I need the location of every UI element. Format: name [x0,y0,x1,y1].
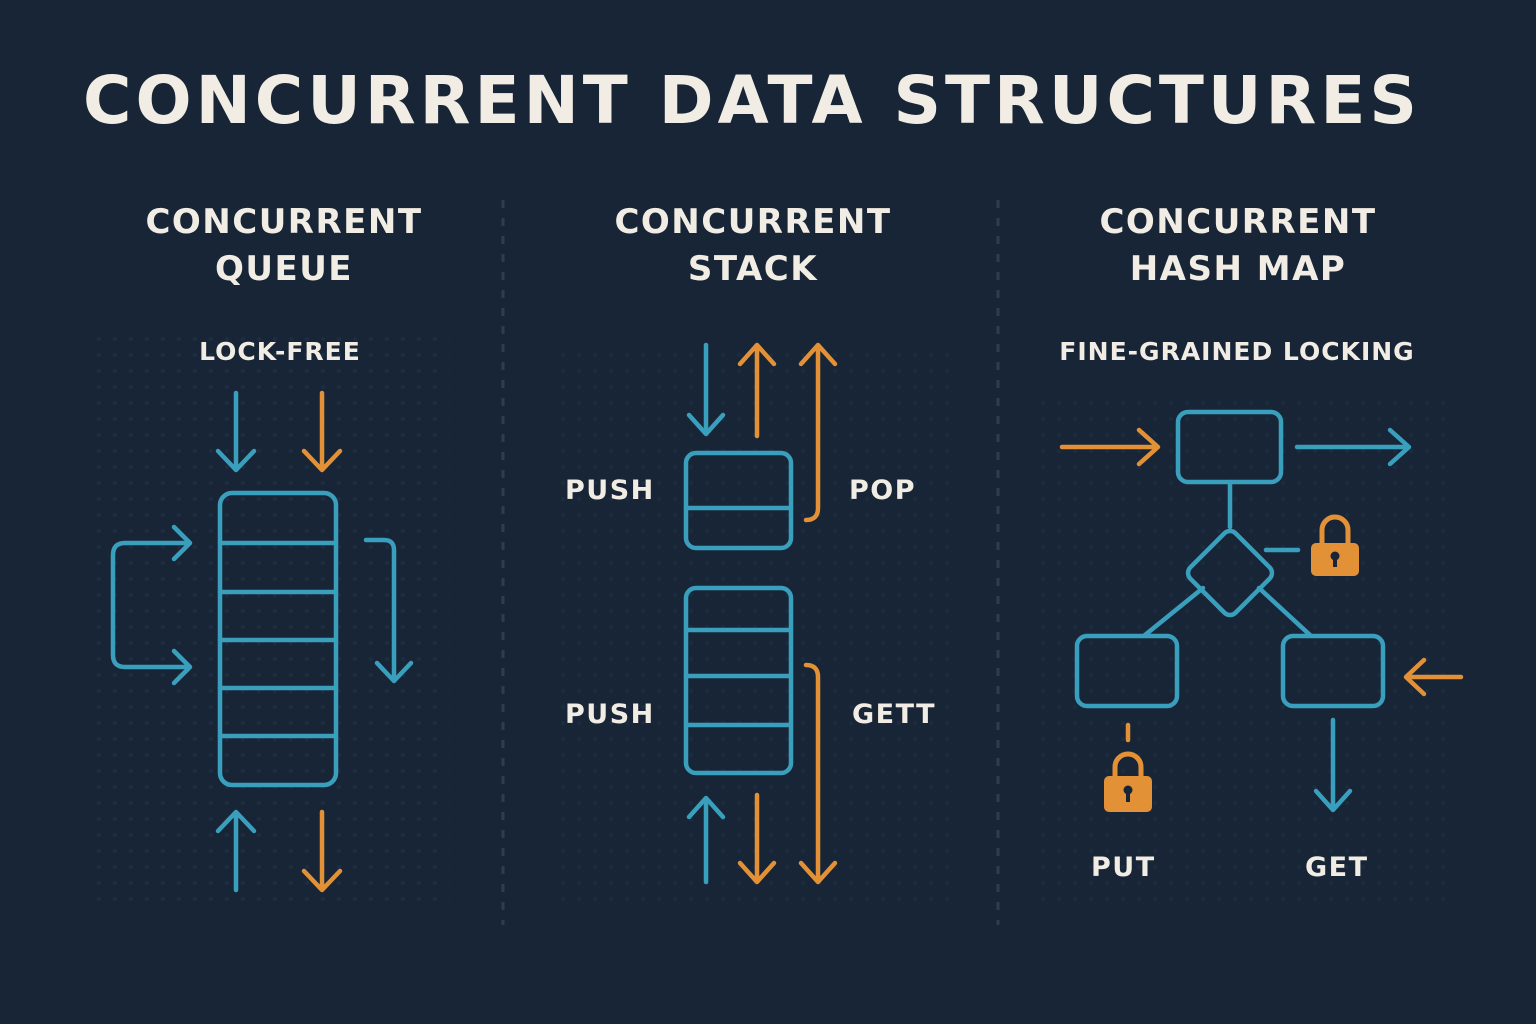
get-arrow-down-icon [1313,717,1353,813]
stack-get-label: GETT [852,699,937,730]
hash-map-subtitle: FINE-GRAINED LOCKING [1059,337,1415,366]
stack-push-label: PUSH [565,475,655,506]
enqueue-arrow-down-icon [215,390,257,473]
hash-bucket-left [1074,633,1180,709]
lock-icon [1311,514,1359,576]
hash-bucket-right [1280,633,1386,709]
queue-diagram [110,390,414,893]
stack-heading-line1: CONCURRENT [614,202,892,242]
stack-heading-line2: STACK [687,249,819,289]
input-arrow-right-icon [1059,427,1161,467]
hash-branch-left [1142,585,1206,638]
pop-bracket-arrow-icon [798,342,838,523]
push-arrow-up-icon [686,795,726,885]
queue-heading: CONCURRENT QUEUE [84,199,484,293]
lock-icon [1104,751,1152,812]
queue-side-arrow-icon [363,537,414,684]
hash-branch-right [1256,585,1313,638]
push-arrow-down-icon [686,342,726,437]
output-arrow-right-icon [1294,427,1412,467]
input-arrow-left-icon [1403,657,1464,697]
hash-map-heading: CONCURRENT HASH MAP [1038,199,1438,293]
dequeue-arrow-down-orange-icon [301,809,343,893]
page-title: CONCURRENT DATA STRUCTURES [83,62,1421,139]
stack-bottom-box [683,585,794,776]
hash-get-label: GET [1305,852,1369,883]
stack-heading: CONCURRENT STACK [553,199,953,293]
queue-heading-line1: CONCURRENT [145,202,423,242]
queue-subtitle: LOCK-FREE [199,337,361,366]
stack-top-box [683,450,794,551]
dequeue-arrow-up-icon [215,809,257,893]
get-bracket-arrow-icon [798,662,838,885]
stack-diagram [683,342,838,885]
hash-map-heading-line1: CONCURRENT [1099,202,1377,242]
stack-push-label: PUSH [565,699,655,730]
hash-map-heading-line2: HASH MAP [1129,249,1347,289]
stack-pop-label: POP [849,475,917,506]
pop-arrow-up-icon [737,342,777,439]
get-arrow-down-icon [737,792,777,885]
enqueue-arrow-down-orange-icon [301,390,343,473]
queue-heading-line2: QUEUE [214,249,354,289]
queue-loop-arrow-icon [110,524,193,686]
hash-put-label: PUT [1091,852,1156,883]
hash-decision-node [1185,528,1275,618]
hash-map-diagram [1059,409,1464,813]
